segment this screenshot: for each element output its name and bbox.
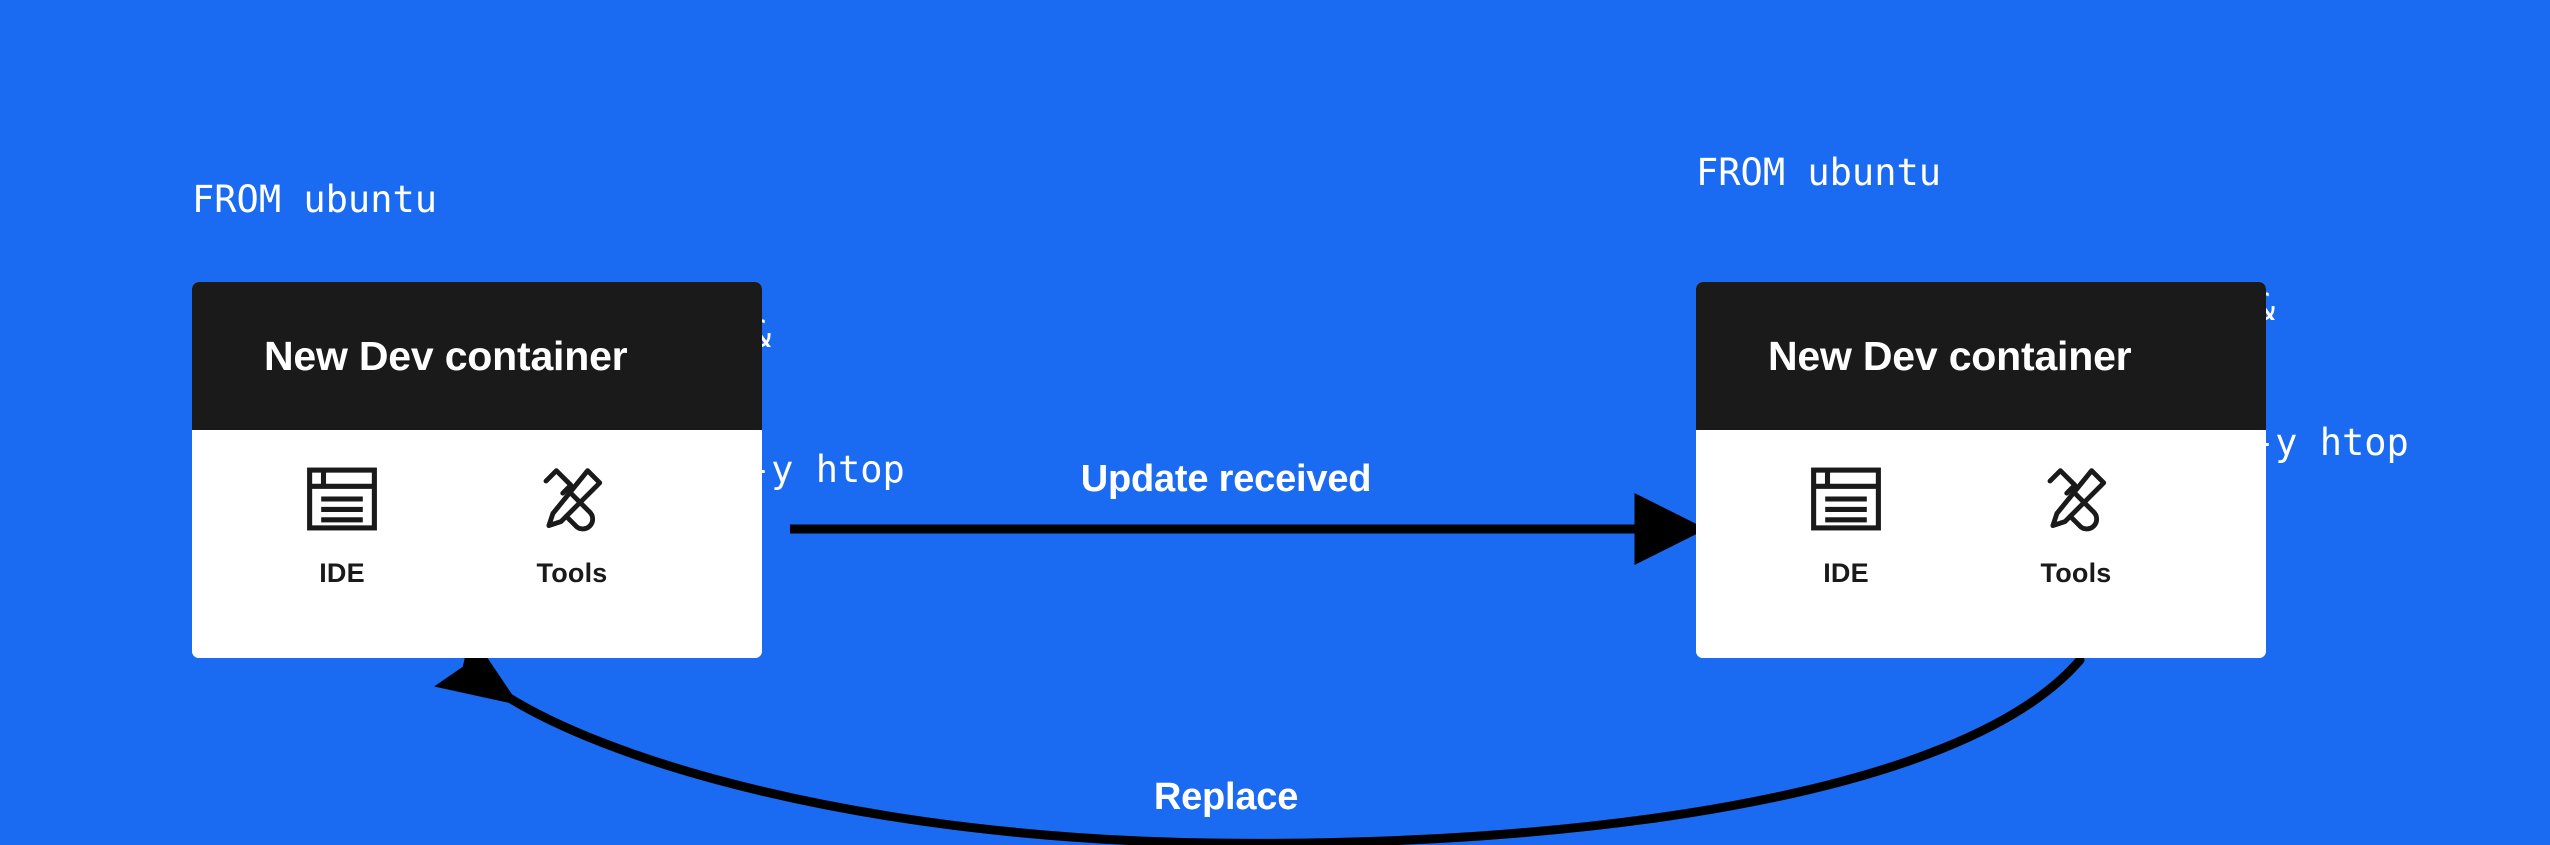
replace-label: Replace [1153, 776, 1299, 818]
update-received-label: Update received [1080, 458, 1372, 500]
card-title: New Dev container [1768, 332, 2132, 379]
card-title: New Dev container [264, 332, 628, 379]
tile-label: Tools [2040, 558, 2112, 588]
card-body: IDE Tools [1696, 430, 2266, 658]
card-body: IDE Tools [192, 430, 762, 658]
tile-tools[interactable]: Tools [2016, 462, 2136, 589]
tile-tools[interactable]: Tools [512, 462, 632, 589]
card-header: New Dev container [1696, 282, 2266, 430]
card-header: New Dev container [192, 282, 762, 430]
tile-ide[interactable]: IDE [1786, 462, 1906, 589]
ide-window-icon [1811, 467, 1881, 531]
tools-hammer-wrench-icon [2047, 468, 2107, 532]
tile-label: IDE [1823, 558, 1869, 588]
tile-label: IDE [319, 558, 365, 588]
tile-ide[interactable]: IDE [282, 462, 402, 589]
dev-container-card-before: New Dev container IDE [192, 282, 762, 658]
code-line: FROM ubuntu [192, 178, 438, 221]
dev-container-card-after: New Dev container IDE [1696, 282, 2266, 658]
tile-label: Tools [536, 558, 608, 588]
ide-window-icon [307, 467, 377, 531]
code-line: FROM ubuntu [1696, 151, 1942, 194]
tools-hammer-wrench-icon [543, 468, 603, 532]
